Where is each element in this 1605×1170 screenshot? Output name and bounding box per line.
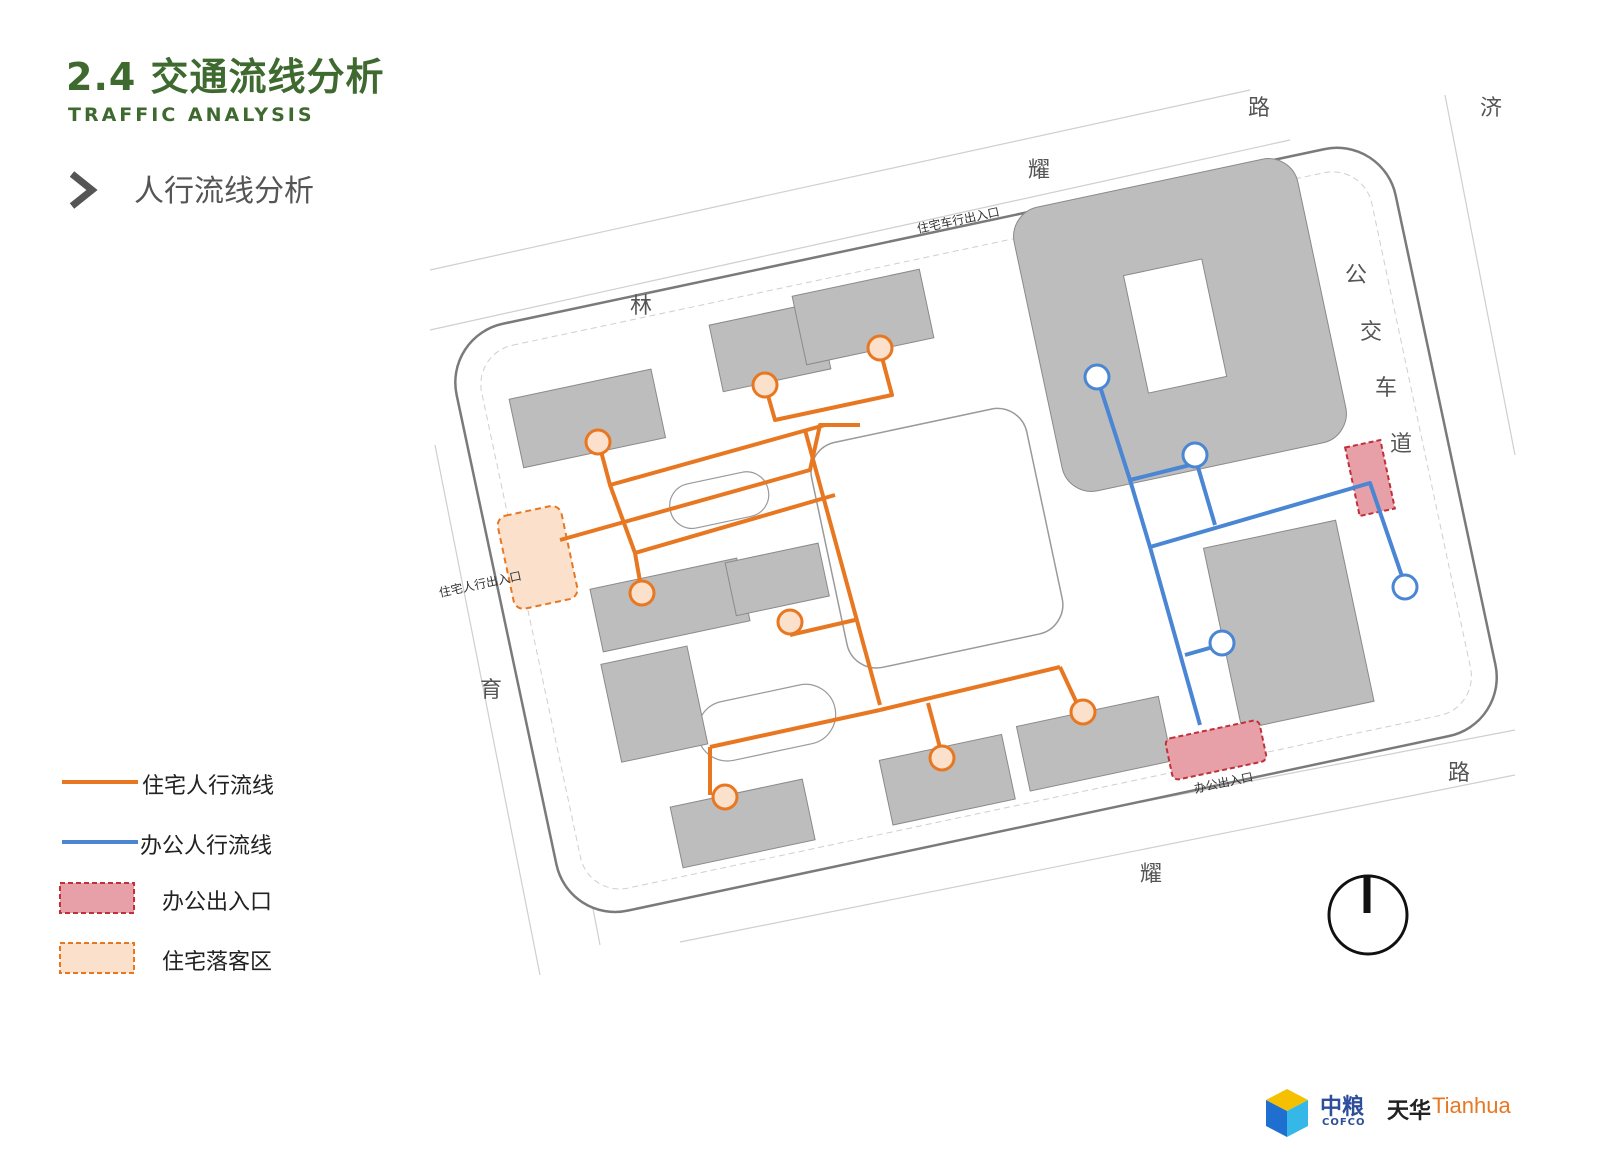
flow-node: [628, 579, 656, 607]
page-subtitle: TRAFFIC ANALYSIS: [68, 104, 315, 126]
road-label-north-east: 济: [1480, 96, 1502, 121]
buildings: [508, 158, 1375, 869]
road-label-east: 交: [1360, 320, 1382, 345]
residential-flow: [559, 349, 1082, 795]
flow-node: [1208, 629, 1236, 657]
road-label-west: 育: [480, 678, 502, 703]
legend-item-residential-flow: 住宅人行流线: [58, 762, 358, 802]
legend-item-office-flow: 办公人行流线: [58, 822, 358, 862]
flow-node: [1069, 698, 1097, 726]
road-label-east: 公: [1345, 263, 1367, 288]
cofco-logo-subtext: COFCO: [1322, 1117, 1366, 1128]
office-flow-nodes: [1083, 363, 1419, 657]
road-label-north: 耀: [1028, 158, 1050, 183]
flow-node: [1391, 573, 1419, 601]
north-arrow-icon: [1327, 874, 1409, 956]
site-plan: 路 耀 林 济 公 交 车 道 路 耀 育 住宅车行出入口 住宅人行出入口 办公…: [430, 89, 1516, 975]
cofco-logo-icon: [1266, 1089, 1308, 1137]
building-5: [724, 542, 830, 617]
legend-item-dropoff-zone: 住宅落客区: [58, 938, 358, 978]
flow-node: [751, 371, 779, 399]
legend-label: 住宅落客区: [162, 950, 273, 975]
red-dashed-box-icon: [59, 882, 135, 914]
road-label-north: 林: [630, 294, 652, 319]
road-labels: 路 耀 林 济 公 交 车 道 路 耀 育: [480, 96, 1502, 887]
flow-node: [866, 334, 894, 362]
office-flow: [1095, 376, 1407, 726]
chevron-right-icon: [69, 171, 98, 209]
flow-node: [776, 608, 804, 636]
section-title: 人行流线分析: [134, 174, 314, 209]
page-title: 2.4 交通流线分析: [66, 55, 385, 99]
road-label-east: 车: [1375, 376, 1397, 401]
flow-node: [1181, 441, 1209, 469]
legend-item-office-entrance: 办公出入口: [58, 878, 358, 918]
road-label-north: 路: [1248, 96, 1270, 121]
tianhua-logo-english: Tianhua: [1432, 1093, 1511, 1118]
road-label-south: 路: [1448, 761, 1470, 786]
flow-node: [584, 428, 612, 456]
residential-flow-nodes: [584, 334, 1097, 811]
footer-logos: 中粮 COFCO 天华 Tianhua: [1262, 1085, 1522, 1145]
road-label-south: 耀: [1140, 862, 1162, 887]
tianhua-logo-text: 天华: [1387, 1099, 1432, 1124]
orange-dashed-box-icon: [59, 942, 135, 974]
legend-label: 办公人行流线: [140, 834, 273, 859]
building-6: [600, 645, 709, 763]
blue-line-icon: [62, 840, 138, 844]
legend-label: 办公出入口: [162, 890, 273, 915]
office-entrance-south: [1164, 719, 1268, 781]
legend-label: 住宅人行流线: [142, 774, 275, 799]
residential-dropoff-zone: [496, 505, 579, 610]
office-tower: [1013, 158, 1347, 492]
road-label-east: 道: [1390, 432, 1412, 457]
office-entrance-east: [1343, 438, 1397, 518]
cofco-logo-text: 中粮: [1320, 1095, 1365, 1120]
flow-node: [928, 744, 956, 772]
flow-node: [711, 783, 739, 811]
orange-line-icon: [62, 780, 138, 784]
flow-node: [1083, 363, 1111, 391]
